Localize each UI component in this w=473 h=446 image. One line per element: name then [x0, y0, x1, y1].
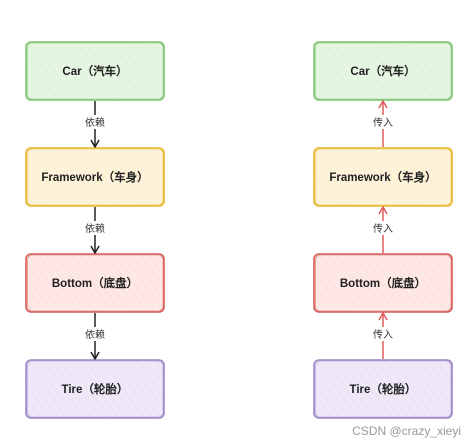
node-hatch [314, 254, 452, 312]
edge-label: 依赖 [85, 328, 105, 341]
left-node-4: Tire（轮胎） [25, 359, 165, 419]
edge-label: 传入 [373, 223, 393, 235]
edge-label: 传入 [373, 117, 393, 129]
arrowhead-icon [90, 139, 100, 148]
node-label: Tire（轮胎） [62, 382, 129, 396]
node-border [313, 253, 453, 313]
node-hatch [314, 360, 452, 418]
edge-label: 传入 [373, 329, 393, 341]
node-label: Framework（车身） [329, 170, 436, 184]
edge-label-bg [370, 221, 396, 235]
edge-label-bg [82, 115, 108, 129]
right-edge-3: 传入 [370, 312, 396, 359]
left-node-2: Framework（车身） [25, 147, 165, 207]
left-edge-2: 依赖 [82, 207, 108, 254]
right-diagram: Car（汽车） Framework（车身） Bottom（底盘） Tire（轮胎） 传入… [313, 41, 453, 419]
node-border-sketch [315, 360, 452, 418]
edge-label-bg [82, 327, 108, 341]
left-node-1: Car（汽车） [25, 41, 165, 101]
right-edge-2: 传入 [370, 206, 396, 253]
arrowhead-icon [90, 351, 100, 360]
node-label: Tire（轮胎） [350, 382, 417, 396]
node-border [25, 359, 165, 419]
node-label: Car（汽车） [62, 64, 127, 78]
node-label: Framework（车身） [41, 170, 148, 184]
node-border-sketch [315, 148, 452, 206]
edge-label: 依赖 [85, 222, 105, 235]
node-border [25, 147, 165, 207]
arrowhead-icon [378, 206, 388, 215]
node-border [25, 41, 165, 101]
left-diagram: Car（汽车） Framework（车身） Bottom（底盘） Tire（轮胎） 依赖… [25, 41, 165, 419]
edge-label-bg [370, 115, 396, 129]
node-border-sketch [27, 42, 164, 100]
node-hatch [314, 42, 452, 100]
node-hatch [314, 148, 452, 206]
node-border-sketch [27, 148, 164, 206]
edge-label-bg [370, 327, 396, 341]
node-label: Car（汽车） [350, 64, 415, 78]
node-hatch [26, 148, 164, 206]
left-edge-1: 依赖 [82, 101, 108, 148]
arrowhead-icon [90, 245, 100, 254]
node-hatch [26, 360, 164, 418]
node-border-sketch [27, 360, 164, 418]
node-border-sketch [315, 254, 452, 312]
node-border-sketch [315, 42, 452, 100]
edge-label: 依赖 [85, 116, 105, 129]
node-border [313, 147, 453, 207]
right-edge-1: 传入 [370, 100, 396, 147]
node-hatch [26, 254, 164, 312]
left-edge-3: 依赖 [82, 313, 108, 360]
right-node-3: Bottom（底盘） [313, 253, 453, 313]
node-border [313, 41, 453, 101]
node-border [313, 359, 453, 419]
node-label: Bottom（底盘） [340, 276, 426, 290]
node-hatch [26, 42, 164, 100]
edge-label-bg [82, 221, 108, 235]
right-node-1: Car（汽车） [313, 41, 453, 101]
left-node-3: Bottom（底盘） [25, 253, 165, 313]
watermark: CSDN @crazy_xieyi [352, 424, 461, 438]
right-node-4: Tire（轮胎） [313, 359, 453, 419]
node-border-sketch [27, 254, 164, 312]
right-node-2: Framework（车身） [313, 147, 453, 207]
arrowhead-icon [378, 312, 388, 321]
node-border [25, 253, 165, 313]
arrowhead-icon [378, 100, 388, 109]
node-label: Bottom（底盘） [52, 276, 138, 290]
